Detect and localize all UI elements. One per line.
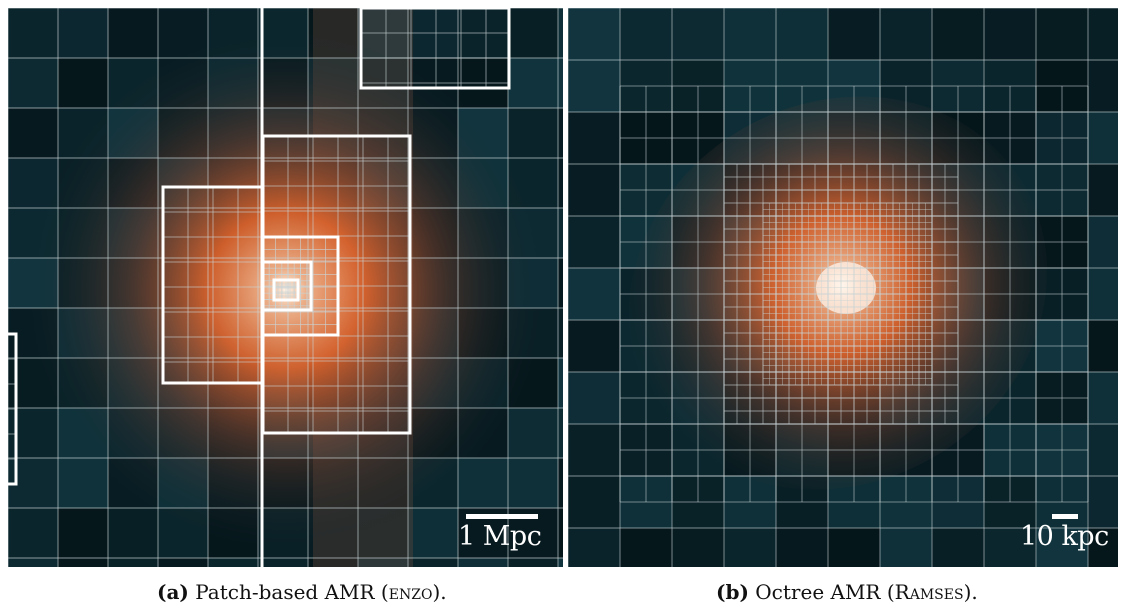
patch-grid-a-5 — [273, 279, 299, 301]
caption-b-text: Octree AMR ( — [755, 580, 895, 604]
refinement-patch-a-6 — [8, 332, 18, 486]
galaxy-core-b — [816, 262, 876, 314]
caption-b: (b) Octree AMR (Ramses). — [716, 580, 978, 604]
caption-b-code: Ramses — [894, 580, 964, 604]
caption-a: (a) Patch-based AMR (enzo). — [157, 580, 447, 604]
caption-a-text: Patch-based AMR ( — [195, 580, 389, 604]
panel-octree-amr: 10 kpc — [568, 8, 1118, 567]
octree-amr-image — [568, 8, 1118, 567]
caption-a-tag: (a) — [157, 580, 189, 604]
panel-patch-amr: 1 Mpc — [8, 8, 563, 567]
scale-bar-b — [1052, 514, 1078, 519]
scale-bar-label-a: 1 Mpc — [458, 521, 542, 552]
scale-bar-label-b: 10 kpc — [1020, 521, 1109, 552]
octree-level-3 — [762, 202, 933, 386]
caption-a-end: ). — [432, 580, 447, 604]
refinement-patch-a-5 — [272, 278, 300, 302]
scale-bar-a — [466, 514, 538, 519]
patch-amr-image — [8, 8, 563, 567]
caption-b-tag: (b) — [716, 580, 749, 604]
caption-a-code: enzo — [388, 580, 433, 604]
refinement-patch-a-0 — [359, 8, 511, 90]
caption-b-end: ). — [963, 580, 978, 604]
